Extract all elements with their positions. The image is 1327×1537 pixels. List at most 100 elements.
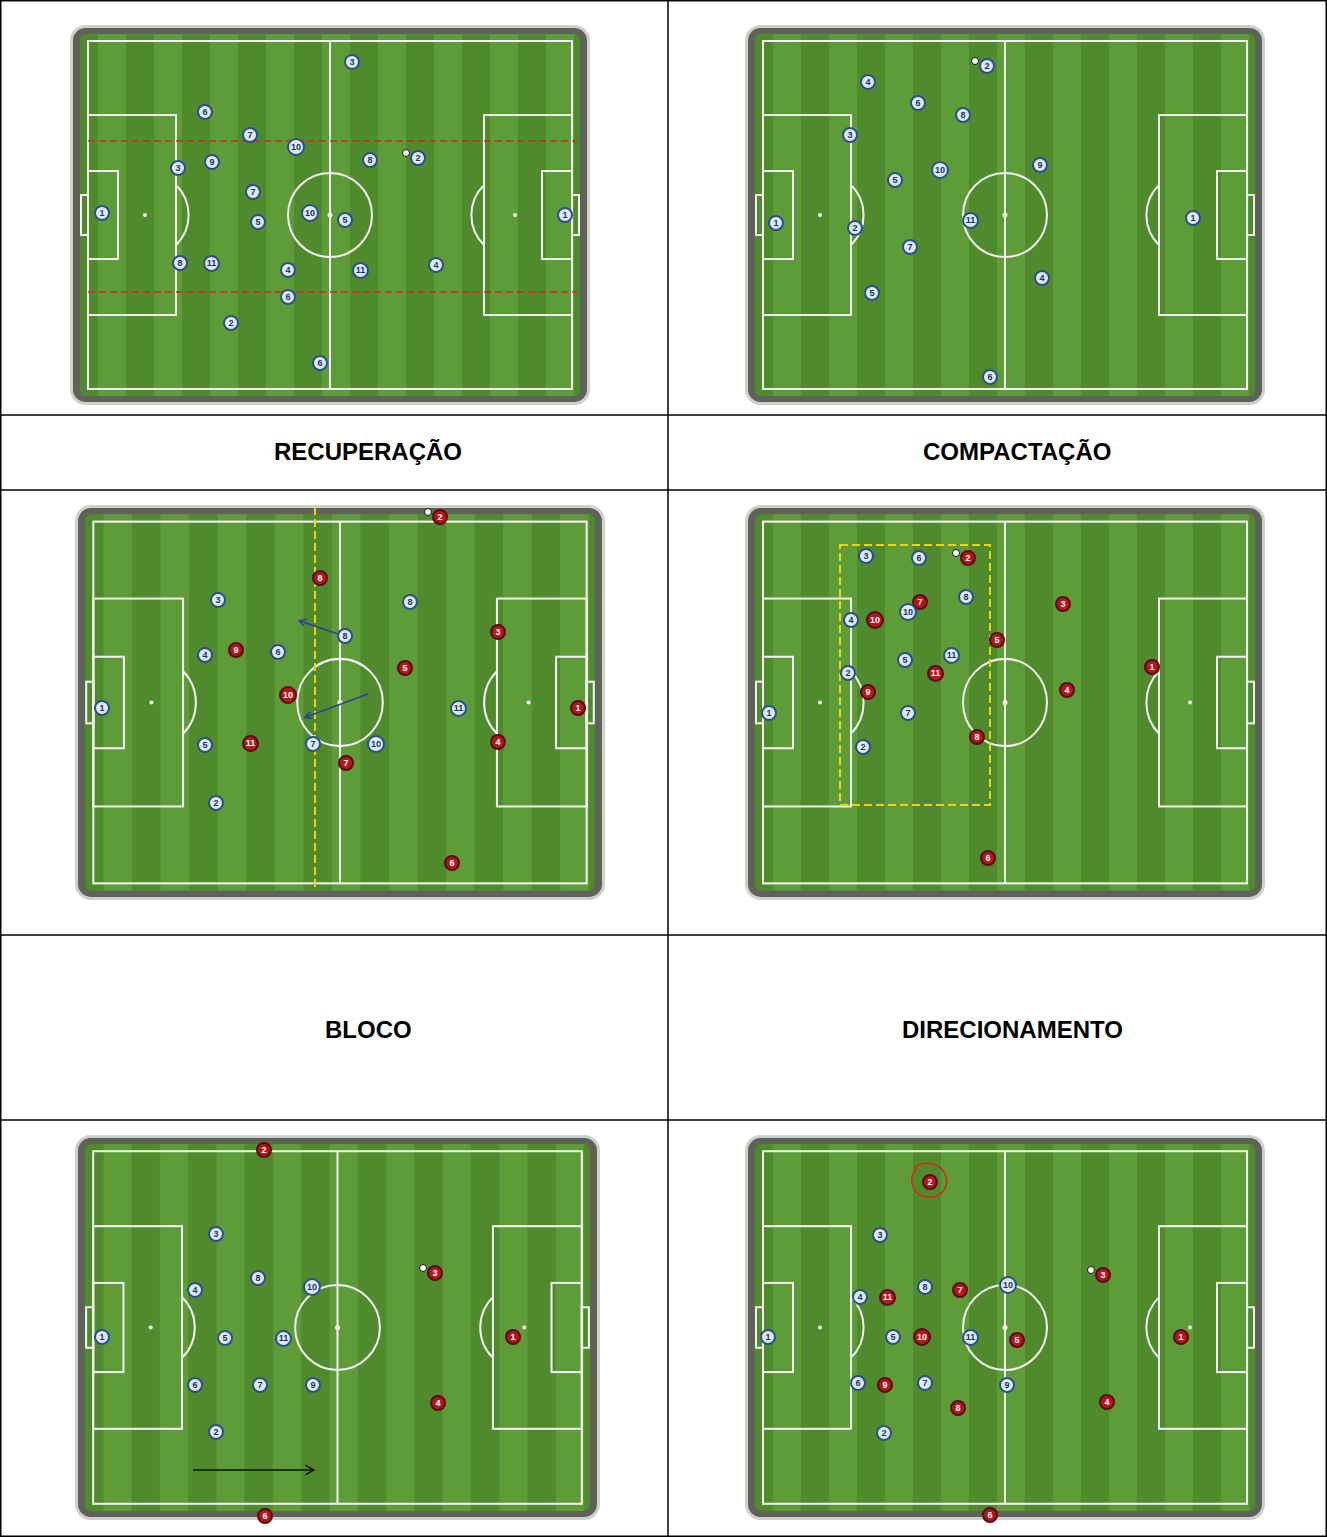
player-circle: 2 xyxy=(410,150,426,166)
player-number: 6 xyxy=(915,99,920,108)
player-number: 1 xyxy=(99,209,104,218)
player-circle: 3 xyxy=(842,127,858,143)
player-number: 6 xyxy=(202,108,207,117)
player-number: 11 xyxy=(246,739,256,748)
player-circle: 10 xyxy=(931,161,949,179)
player-number: 1 xyxy=(1149,663,1154,672)
player-number: 9 xyxy=(882,1381,887,1390)
player-circle: 1 xyxy=(94,205,110,221)
player-circle: 5 xyxy=(864,285,880,301)
player-number: 5 xyxy=(202,741,207,750)
player-number: 4 xyxy=(495,738,500,747)
player-circle: 6 xyxy=(911,550,927,566)
player-number: 6 xyxy=(192,1381,197,1390)
player-number: 3 xyxy=(349,58,354,67)
player-circle: 8 xyxy=(172,255,188,271)
player-number: 9 xyxy=(209,158,214,167)
player-circle: 10 xyxy=(303,1278,321,1296)
player-circle: 4 xyxy=(280,262,296,278)
player-circle: 11 xyxy=(943,647,960,664)
player-circle: 2 xyxy=(840,665,856,681)
player-circle: 11 xyxy=(242,735,259,752)
player-number: 10 xyxy=(917,1333,927,1342)
player-number: 11 xyxy=(207,259,217,268)
player-circle: 5 xyxy=(1009,1332,1025,1348)
football-pitch xyxy=(747,507,1264,899)
player-circle: 4 xyxy=(197,647,213,663)
player-number: 1 xyxy=(765,1333,770,1342)
player-number: 3 xyxy=(175,164,180,173)
player-number: 8 xyxy=(407,598,412,607)
player-circle: 2 xyxy=(960,550,976,566)
player-number: 5 xyxy=(994,636,999,645)
player-circle: 2 xyxy=(223,315,239,331)
player-number: 3 xyxy=(432,1269,437,1278)
player-number: 2 xyxy=(965,554,970,563)
player-circle: 3 xyxy=(1055,596,1071,612)
player-number: 4 xyxy=(192,1286,197,1295)
player-circle: 2 xyxy=(208,795,224,811)
player-number: 8 xyxy=(342,632,347,641)
player-circle: 2 xyxy=(922,1174,938,1190)
player-circle: 5 xyxy=(885,1329,901,1345)
player-circle: 1 xyxy=(94,700,110,716)
player-circle: 8 xyxy=(402,594,418,610)
player-number: 4 xyxy=(865,78,870,87)
player-circle: 2 xyxy=(979,58,995,74)
section-title: BLOCO xyxy=(325,1016,412,1044)
player-number: 10 xyxy=(903,608,913,617)
player-number: 10 xyxy=(371,740,381,749)
player-number: 7 xyxy=(250,188,255,197)
player-circle: 11 xyxy=(203,255,220,272)
player-number: 4 xyxy=(848,616,853,625)
player-number: 1 xyxy=(562,211,567,220)
player-number: 8 xyxy=(955,1404,960,1413)
player-number: 9 xyxy=(233,646,238,655)
player-circle: 7 xyxy=(338,755,354,771)
player-circle: 11 xyxy=(927,665,944,682)
player-number: 5 xyxy=(402,664,407,673)
player-circle: 3 xyxy=(1095,1267,1111,1283)
player-circle: 7 xyxy=(902,239,918,255)
player-circle: 4 xyxy=(430,1395,446,1411)
player-number: 8 xyxy=(317,574,322,583)
player-number: 7 xyxy=(957,1286,962,1295)
player-number: 6 xyxy=(985,854,990,863)
player-circle: 4 xyxy=(852,1289,868,1305)
player-circle: 3 xyxy=(208,1226,224,1242)
player-number: 3 xyxy=(495,628,500,637)
player-circle: 11 xyxy=(450,700,467,717)
player-circle: 11 xyxy=(352,262,369,279)
yellow-dashed-line xyxy=(314,507,316,890)
player-circle: 10 xyxy=(279,686,297,704)
player-number: 11 xyxy=(966,1333,976,1342)
player-circle: 7 xyxy=(252,1377,268,1393)
player-number: 5 xyxy=(902,656,907,665)
ball xyxy=(419,1264,427,1272)
player-number: 8 xyxy=(960,111,965,120)
player-circle: 2 xyxy=(847,220,863,236)
player-number: 10 xyxy=(305,209,315,218)
movement-arrow xyxy=(306,694,368,717)
player-number: 11 xyxy=(279,1334,289,1343)
player-number: 11 xyxy=(947,651,957,660)
player-number: 6 xyxy=(285,293,290,302)
player-number: 8 xyxy=(974,733,979,742)
player-number: 4 xyxy=(1039,274,1044,283)
player-circle: 5 xyxy=(217,1330,233,1346)
player-number: 8 xyxy=(963,593,968,602)
player-circle: 6 xyxy=(850,1375,866,1391)
player-number: 5 xyxy=(892,176,897,185)
player-circle: 4 xyxy=(1034,270,1050,286)
player-circle: 7 xyxy=(242,127,258,143)
player-number: 10 xyxy=(935,166,945,175)
player-circle: 4 xyxy=(843,612,859,628)
football-pitch xyxy=(77,1137,599,1519)
player-circle: 10 xyxy=(301,204,319,222)
player-circle: 10 xyxy=(367,735,385,753)
ball xyxy=(424,508,432,516)
player-circle: 9 xyxy=(228,642,244,658)
player-number: 7 xyxy=(905,709,910,718)
player-circle: 6 xyxy=(270,644,286,660)
